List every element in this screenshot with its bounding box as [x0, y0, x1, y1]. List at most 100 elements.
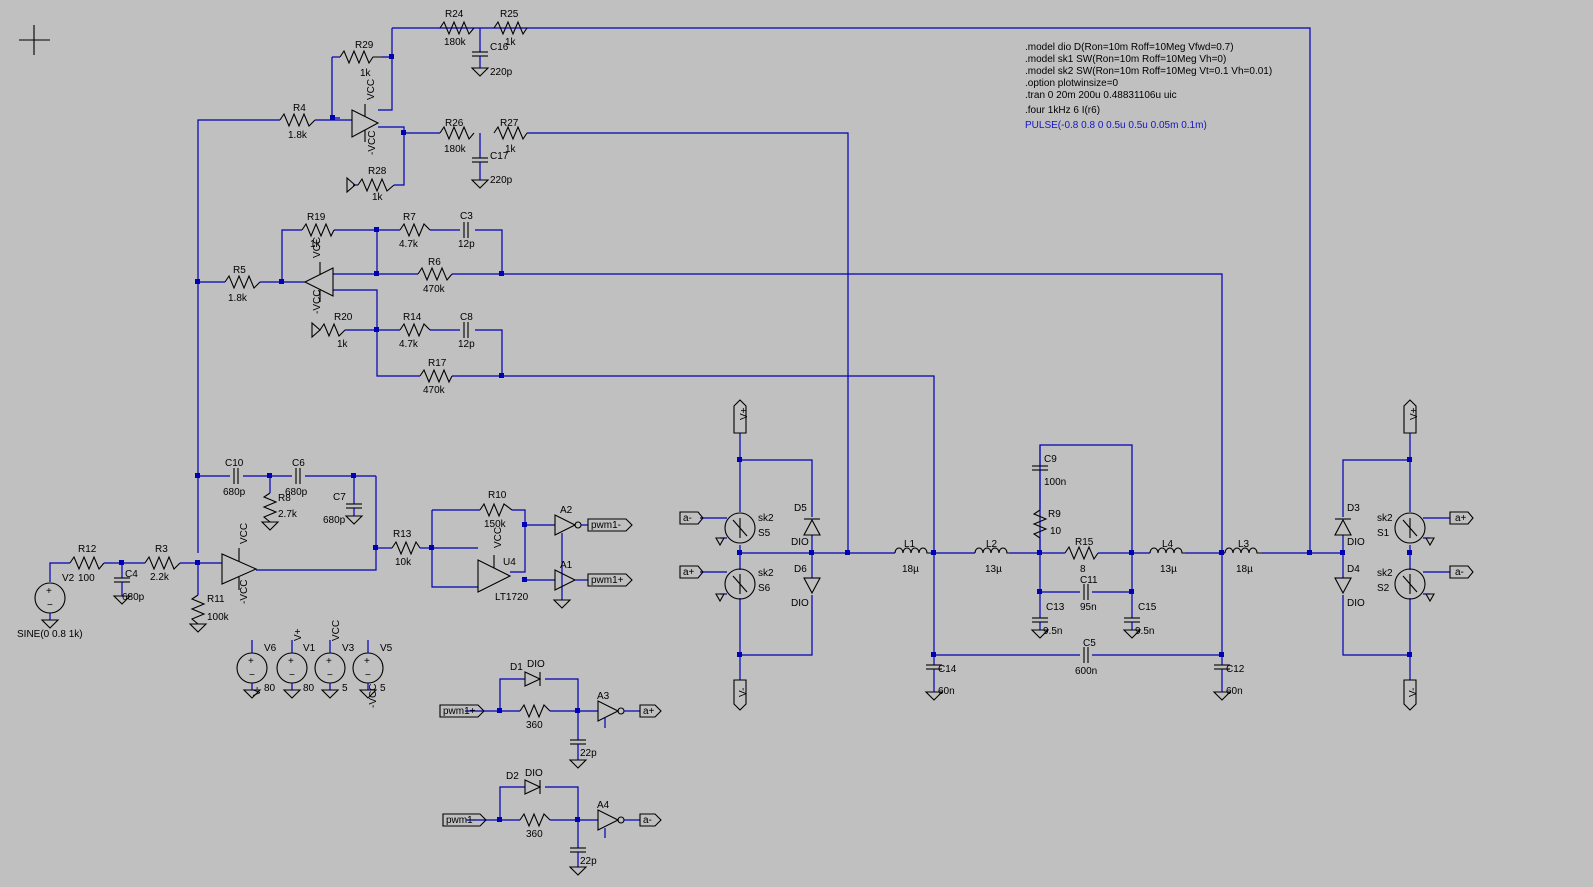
opamp-symbols[interactable] [221, 104, 512, 593]
ground-symbols [188, 176, 356, 633]
value-r25: 1k [505, 37, 517, 48]
label-r25: R25 [500, 9, 519, 20]
label-c5: C5 [1083, 638, 1096, 649]
junctions [119, 54, 1412, 822]
value-r9: 10 [1050, 526, 1062, 537]
spice-directives[interactable]: .model dio D(Ron=10m Roff=10Meg Vfwd=0.7… [1025, 42, 1272, 131]
label-s2: S2 [1377, 583, 1390, 594]
value-r29: 1k [360, 68, 372, 79]
capacitor-icon-c9 [1032, 445, 1048, 553]
inductor-icon-l2 [974, 547, 1010, 554]
capacitor-icon-c11 [1083, 584, 1089, 600]
label-a2: A2 [560, 505, 573, 516]
net-flag-vplus-left: V+ [739, 407, 750, 420]
resistor-icon-r5 [224, 274, 261, 290]
label-r13: R13 [393, 529, 412, 540]
value-l4: 13µ [1160, 564, 1177, 575]
value-c4: 680p [122, 592, 145, 603]
value-r7: 4.7k [399, 239, 419, 250]
u4-vcc-label: VCC [493, 527, 504, 548]
directive-model-dio: .model dio D(Ron=10m Roff=10Meg Vfwd=0.7… [1025, 42, 1234, 53]
model-s6: sk2 [758, 568, 774, 579]
value-c17: 220p [490, 175, 513, 186]
label-r11: R11 [207, 594, 225, 605]
voltage-source-icon-v6: +− [236, 640, 268, 699]
inductor-symbols[interactable] [894, 547, 1262, 554]
resistor-icon-r19 [301, 222, 335, 238]
resistor-icon-r12 [69, 555, 105, 571]
opamp3-vcc-label: VCC [239, 523, 250, 544]
capacitor-icon-c13 [1030, 617, 1050, 639]
opamp-icon-1 [351, 104, 380, 142]
inductor-icon-l1 [894, 547, 930, 554]
net-flag-pwm1minus-in: pwm1- [446, 815, 476, 826]
resistor-icon-r26 [439, 125, 475, 141]
resistor-icon-r6 [417, 266, 453, 282]
directive-model-sk2: .model sk2 SW(Ron=10m Roff=10Meg Vt=0.1 … [1025, 66, 1272, 77]
label-a4: A4 [597, 800, 610, 811]
net-flags[interactable]: V+ V- V+ V- a- a+ a+ a- pwm1- pwm1+ pwm1… [439, 399, 1474, 827]
gate-symbols[interactable] [552, 514, 640, 838]
resistor-icon-r3 [144, 555, 181, 571]
net-flag-aplus-out: a+ [643, 706, 655, 717]
label-c8: C8 [460, 312, 473, 323]
directive-option: .option plotwinsize=0 [1025, 78, 1119, 89]
model-s1: sk2 [1377, 513, 1393, 524]
directive-four: .four 1kHz 6 I(r6) [1025, 105, 1100, 116]
svg-text:+: + [364, 656, 370, 667]
model-u4: LT1720 [495, 592, 529, 603]
wires[interactable] [49, 27, 1411, 848]
capacitor-icon-c7 [344, 503, 364, 525]
label-r28: R28 [368, 166, 387, 177]
resistor-icon-r24 [439, 20, 475, 36]
svg-text:+: + [326, 656, 332, 667]
resistor-icon-r25 [493, 20, 528, 36]
value-c6: 680p [285, 487, 308, 498]
inductor-icon-l3 [1224, 547, 1262, 554]
inductor-icon-l4 [1149, 547, 1185, 554]
label-c7: C7 [333, 492, 346, 503]
capacitor-symbols[interactable] [112, 51, 1232, 876]
component-labels: R24 180k R25 1k R29 1k R4 1.8k R26 180k … [17, 9, 1393, 867]
label-d2: D2 [506, 771, 519, 782]
value-l3: 18µ [1236, 564, 1253, 575]
value-r13: 10k [395, 557, 412, 568]
label-c11: C11 [1080, 575, 1098, 586]
resistor-icon-r14 [399, 322, 431, 338]
v5-net-label: -VCC [368, 684, 379, 708]
voltage-source-icon-v3: +− [314, 640, 346, 699]
value-r5: 1.8k [228, 293, 248, 304]
resistor-symbols[interactable] [69, 20, 1099, 828]
label-r29: R29 [355, 40, 374, 51]
buffer-icon-a1 [554, 569, 588, 591]
label-r24: R24 [445, 9, 464, 20]
label-r27: R27 [500, 118, 519, 129]
crosshair-cursor-icon [19, 25, 50, 55]
net-flag-vplus-right: V+ [1409, 407, 1420, 420]
resistor-icon-r2 [519, 812, 551, 828]
voltage-sources[interactable]: +− +− +− +− +− [34, 582, 384, 699]
directive-pulse: PULSE(-0.8 0.8 0 0.5u 0.5u 0.05m 0.1m) [1025, 120, 1207, 131]
label-c17: C17 [490, 151, 509, 162]
v3-net-label: VCC [331, 620, 342, 641]
label-c3: C3 [460, 211, 473, 222]
svg-text:−: − [47, 600, 53, 611]
switch-symbols[interactable] [700, 512, 1450, 603]
net-flag-pwm1plus-in: pwm1+ [443, 706, 476, 717]
value-r27: 1k [505, 144, 517, 155]
value-v2: SINE(0 0.8 1k) [17, 629, 83, 640]
label-s5: S5 [758, 528, 771, 539]
label-a3: A3 [597, 691, 610, 702]
value-c13: 9.5n [1043, 626, 1062, 637]
resistor-icon-r10 [479, 502, 513, 518]
label-c12: C12 [1226, 664, 1245, 675]
label-r6: R6 [428, 257, 441, 268]
label-r20: R20 [334, 312, 353, 323]
diode-symbols[interactable] [524, 518, 1352, 795]
switch-icon-s2 [1394, 568, 1450, 603]
capacitor-icon-c14 [924, 664, 944, 701]
diode-icon-d6 [803, 577, 821, 595]
svg-text:−: − [249, 670, 255, 681]
label-r3: R3 [155, 544, 168, 555]
